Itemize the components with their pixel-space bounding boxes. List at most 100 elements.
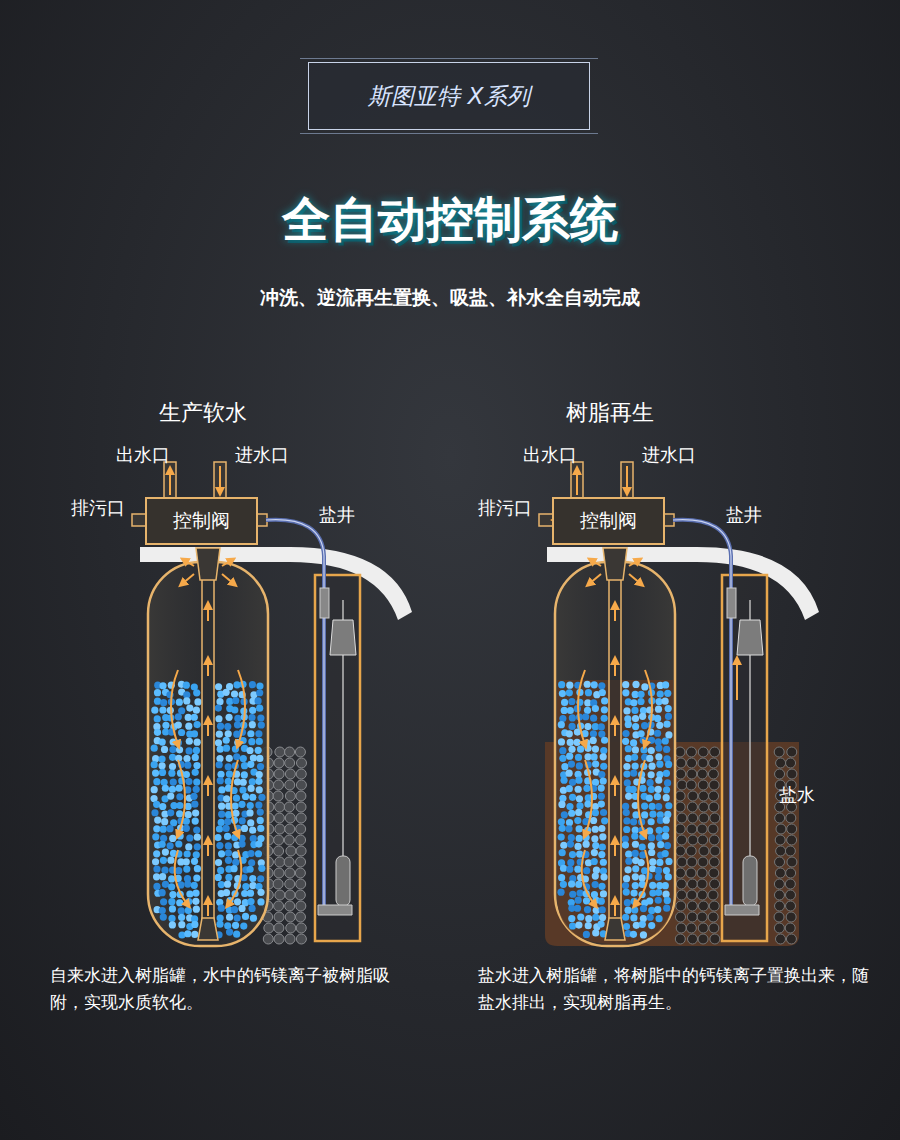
center-pipe [202,560,214,930]
resin-bead [665,731,672,738]
resin-bead [656,722,663,729]
resin-bead [646,755,653,762]
flow-arrow [645,670,652,745]
resin-bead [637,698,644,705]
resin-bead [662,891,669,898]
resin-bead [215,859,222,866]
resin-bead [632,826,639,833]
resin-bead [632,746,639,753]
resin-bead [255,841,262,848]
resin-bead [561,811,568,818]
salt-stone [709,868,719,878]
resin-bead [249,778,256,785]
resin-bead [569,714,576,721]
resin-bead [162,881,169,888]
salt-stone [785,879,795,889]
resin-bead [248,859,255,866]
salt-stone [687,912,697,922]
flow-arrow [582,850,595,905]
port-label: 进水口 [642,444,696,466]
resin-bead [232,745,239,752]
resin-bead [168,898,175,905]
resin-bead [656,859,663,866]
resin-bead [599,906,606,913]
salt-stone [786,912,796,922]
resin-bead [576,762,583,769]
resin-bead [638,859,645,866]
salt-stone [697,879,707,889]
salt-stone [710,934,720,944]
resin-bead [600,763,607,770]
resin-bead [176,785,183,792]
resin-bead [191,714,198,721]
resin-bead [646,794,653,801]
resin-bead [185,811,192,818]
resin-bead [249,875,256,882]
flow-arrow [207,900,209,916]
resin-bead [234,715,241,722]
description: 自来水进入树脂罐，水中的钙镁离子被树脂吸附，实现水质软化。 [50,962,418,1016]
resin-bead [169,754,176,761]
resin-bead [656,834,663,841]
bottom-distributor [605,918,625,940]
resin-bead [169,746,176,753]
resin-bead [583,834,590,841]
resin-bead [249,794,256,801]
resin-bead [151,809,158,816]
flow-arrow [207,840,209,856]
resin-bead [591,753,598,760]
resin-bead [656,827,663,834]
resin-bead [598,883,605,890]
resin-bead [641,811,648,818]
resin-bead [633,922,640,929]
resin-bead [638,730,645,737]
resin-bead [566,866,573,873]
salt-stone [687,857,697,867]
resin-bead [225,763,232,770]
resin-bead [162,785,169,792]
resin-bead [152,858,159,865]
resin-bead [247,866,254,873]
salt-stone [774,879,784,889]
resin-bead [648,907,655,914]
salt-stone [677,835,687,845]
resin-bead [154,689,161,696]
salt-stone [697,912,707,922]
well-foot [725,905,759,915]
resin-bead [558,874,565,881]
resin-bead [159,706,166,713]
resin-bead [575,786,582,793]
resin-bead [193,689,200,696]
salt-stone [710,747,720,757]
salt-stone [699,846,709,856]
salt-stone [675,747,685,757]
resin-bead [216,825,223,832]
resin-bead [249,721,256,728]
resin-bead [217,723,224,730]
main-title: 全自动控制系统 [0,188,900,252]
resin-bead [630,769,637,776]
resin-bead [583,897,590,904]
salt-stone [296,802,306,812]
salt-stone [698,934,708,944]
salt-stone [776,758,786,768]
resin-bead [655,745,662,752]
salt-stone [274,901,284,911]
resin-bead [191,858,198,865]
salt-well [315,575,360,941]
resin-bead [232,922,239,929]
resin-bead [194,698,201,705]
resin-bead [256,771,263,778]
salt-stone [675,802,685,812]
resin-bead [574,866,581,873]
resin-bead [665,858,672,865]
resin-bead [663,905,670,912]
resin-bead [234,721,241,728]
resin-bead [568,760,575,767]
resin-bead [559,755,566,762]
salt-stone [687,901,697,911]
flow-arrow [219,466,221,492]
resin-bead [648,842,655,849]
resin-bead [225,849,232,856]
resin-bead [624,779,631,786]
